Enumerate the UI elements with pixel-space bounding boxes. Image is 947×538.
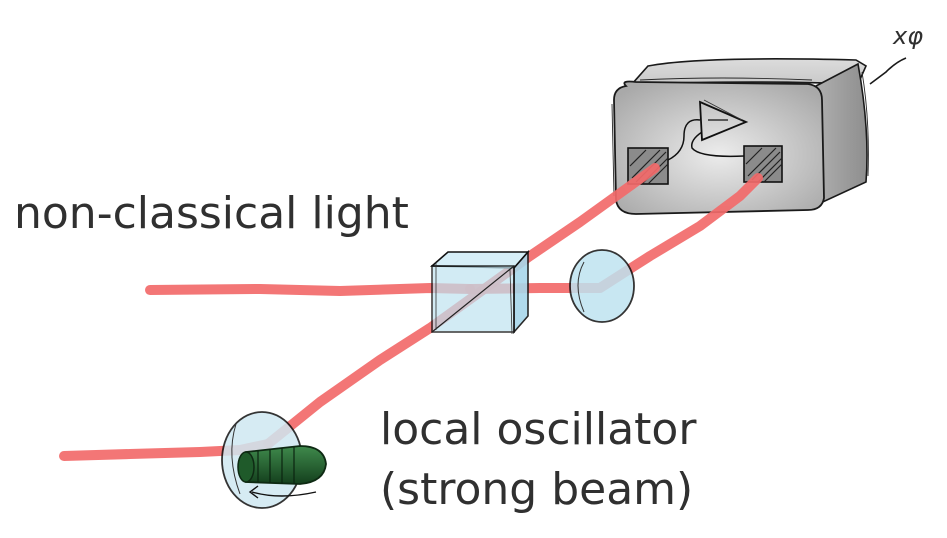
phase-shifter-icon [221,411,327,509]
detector-box-side [813,62,868,208]
lens-icon [569,249,635,323]
differential-amplifier-icon [667,99,749,161]
signal-beam [145,283,475,296]
output-leader-line [869,57,907,85]
output-quadrature-label: xφ [893,22,924,50]
local-oscillator-note: (strong beam) [380,464,694,515]
local-oscillator-label: local oscillator [380,404,697,455]
detector-right-icon [743,145,783,183]
signal-label: non-classical light [14,188,409,239]
detector-box [611,57,907,215]
beam-splitter-cube-icon [429,249,530,335]
signal-to-right-detector-beam [465,173,763,294]
